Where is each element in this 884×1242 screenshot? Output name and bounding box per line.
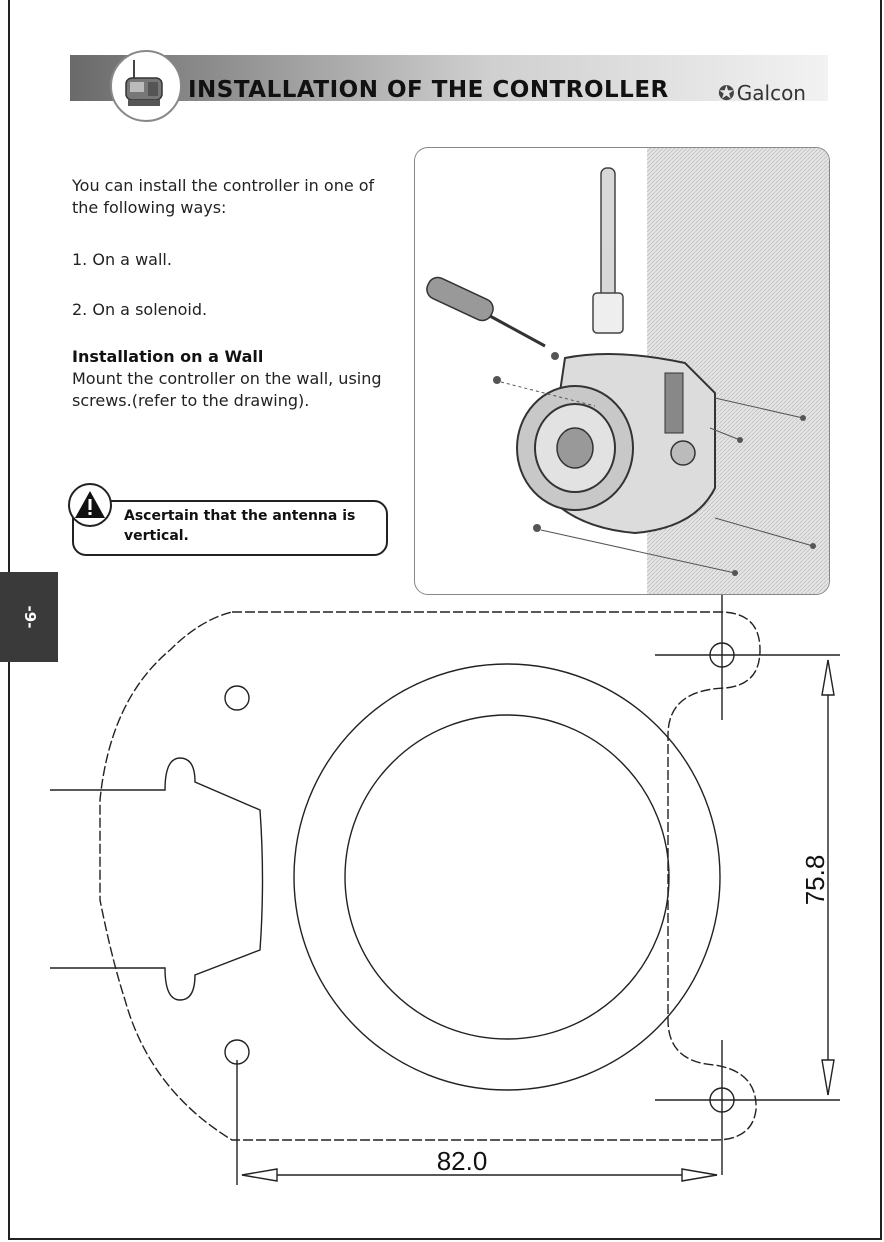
intro-text: You can install the controller in one of… (72, 176, 375, 217)
wall-install-body: Mount the controller on the wall, using … (72, 369, 382, 410)
header-bar (70, 55, 828, 101)
controller-badge-icon (110, 50, 182, 122)
page-number-tab: -9- (0, 572, 58, 662)
warning-text: Ascertain that the antenna is vertical. (124, 508, 356, 544)
galcon-logo-icon: ✪ (718, 81, 735, 105)
method-wall: 1. On a wall. (72, 250, 172, 269)
mounting-template-drawing: 82.0 75.8 (50, 595, 840, 1185)
method-solenoid: 2. On a solenoid. (72, 300, 208, 319)
page-title: INSTALLATION OF THE CONTROLLER (188, 77, 669, 103)
width-dimension-label: 82.0 (437, 1146, 488, 1176)
wall-install-heading: Installation on a Wall (72, 347, 264, 366)
warning-box (72, 500, 388, 556)
brand-name: Galcon (736, 81, 806, 105)
warning-triangle-icon (68, 483, 112, 527)
height-dimension-label: 75.8 (800, 855, 830, 906)
screwdriver-icon (426, 276, 546, 348)
controller-illustration (414, 147, 830, 595)
brand-logo: ✪Galcon (718, 81, 806, 105)
